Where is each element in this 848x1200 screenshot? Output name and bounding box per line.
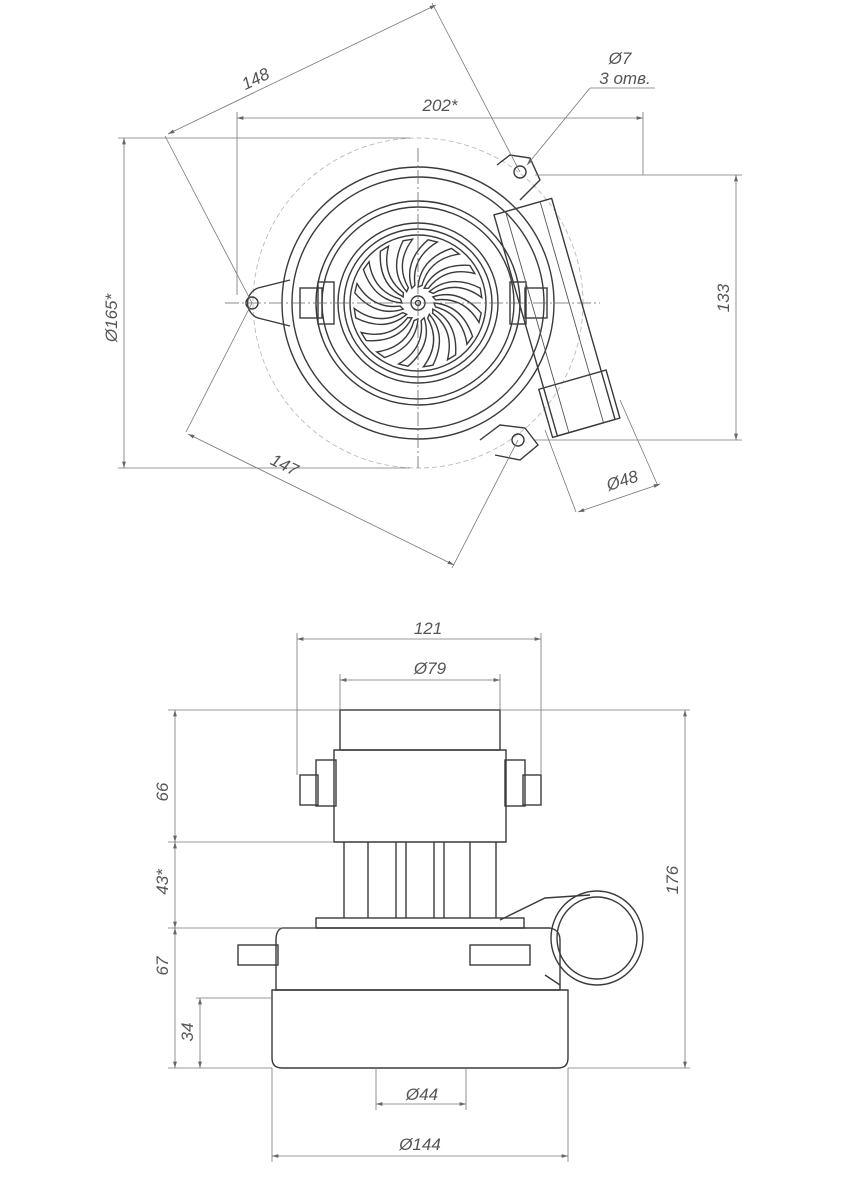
hole-dia-label: Ø7 <box>608 49 632 68</box>
side-brush-left <box>299 774 319 806</box>
side-brush-right-body <box>504 759 526 807</box>
mount-ear-top <box>496 154 541 201</box>
inlet-collar <box>339 709 501 751</box>
dim-79-label: Ø79 <box>413 659 447 678</box>
fan-housing <box>271 989 569 1069</box>
fan-blade <box>359 317 414 342</box>
lower-housing <box>275 927 561 991</box>
fan-blade <box>417 247 462 289</box>
brush-holder-right-body <box>509 281 527 325</box>
dim-48-label: Ø48 <box>603 467 641 495</box>
outlet-pipe-end-inner <box>556 896 638 980</box>
dim-133-label: 133 <box>714 283 733 312</box>
fan-blades <box>353 238 483 368</box>
fan-blade <box>396 316 428 367</box>
fan-blade <box>421 313 441 368</box>
fan-blade <box>354 281 405 313</box>
fan-blade <box>408 239 440 290</box>
dim-144-label: Ø144 <box>398 1135 441 1154</box>
dim-66-label: 66 <box>153 782 172 801</box>
fan-blade <box>431 293 482 325</box>
upper-motor-body <box>333 749 507 843</box>
flange-right <box>469 944 531 966</box>
fan-blade <box>353 306 408 326</box>
mount-hole-top <box>513 165 527 179</box>
fan-blade <box>432 302 474 347</box>
fan-blade <box>432 307 457 362</box>
hole-count-label: 3 отв. <box>599 69 650 88</box>
outlet-tube <box>493 197 621 439</box>
fan-blade <box>374 317 419 359</box>
dim-121-label: 121 <box>414 619 442 638</box>
outlet-pipe-top <box>499 894 591 921</box>
dim-43-label: 43* <box>153 868 172 895</box>
side-brush-left-body <box>315 759 337 807</box>
outlet-pipe-end-outer <box>550 890 644 986</box>
mount-ear-bottom <box>479 424 539 461</box>
dim-202-label: 202* <box>422 96 459 115</box>
dim-148-label: 148 <box>239 64 273 94</box>
fan-blade <box>362 259 404 304</box>
dim-line-48 <box>577 483 661 513</box>
fan-blade <box>422 264 477 289</box>
fan-blade <box>428 280 483 300</box>
flange-left <box>237 944 279 966</box>
mid-plate <box>315 917 525 929</box>
side-brush-right <box>522 774 542 806</box>
mount-hole-bottom <box>511 433 525 447</box>
fan-blade <box>395 238 415 293</box>
dim-44-label: Ø44 <box>405 1085 438 1104</box>
hole-leader <box>526 87 591 166</box>
side-view: 121 Ø79 66 43* 67 34 176 Ø44 <box>153 619 690 1162</box>
dim-34-label: 34 <box>178 1023 197 1042</box>
dim-line-148 <box>167 4 437 135</box>
dim-176-label: 176 <box>663 865 682 894</box>
top-view: 202* Ø165* 133 148 147 Ø48 Ø7 3 отв. <box>102 2 742 569</box>
dim-line-147 <box>187 433 455 566</box>
dim-67-label: 67 <box>153 956 172 975</box>
dim-165-label: Ø165* <box>102 293 121 344</box>
fan-blade <box>379 244 404 299</box>
